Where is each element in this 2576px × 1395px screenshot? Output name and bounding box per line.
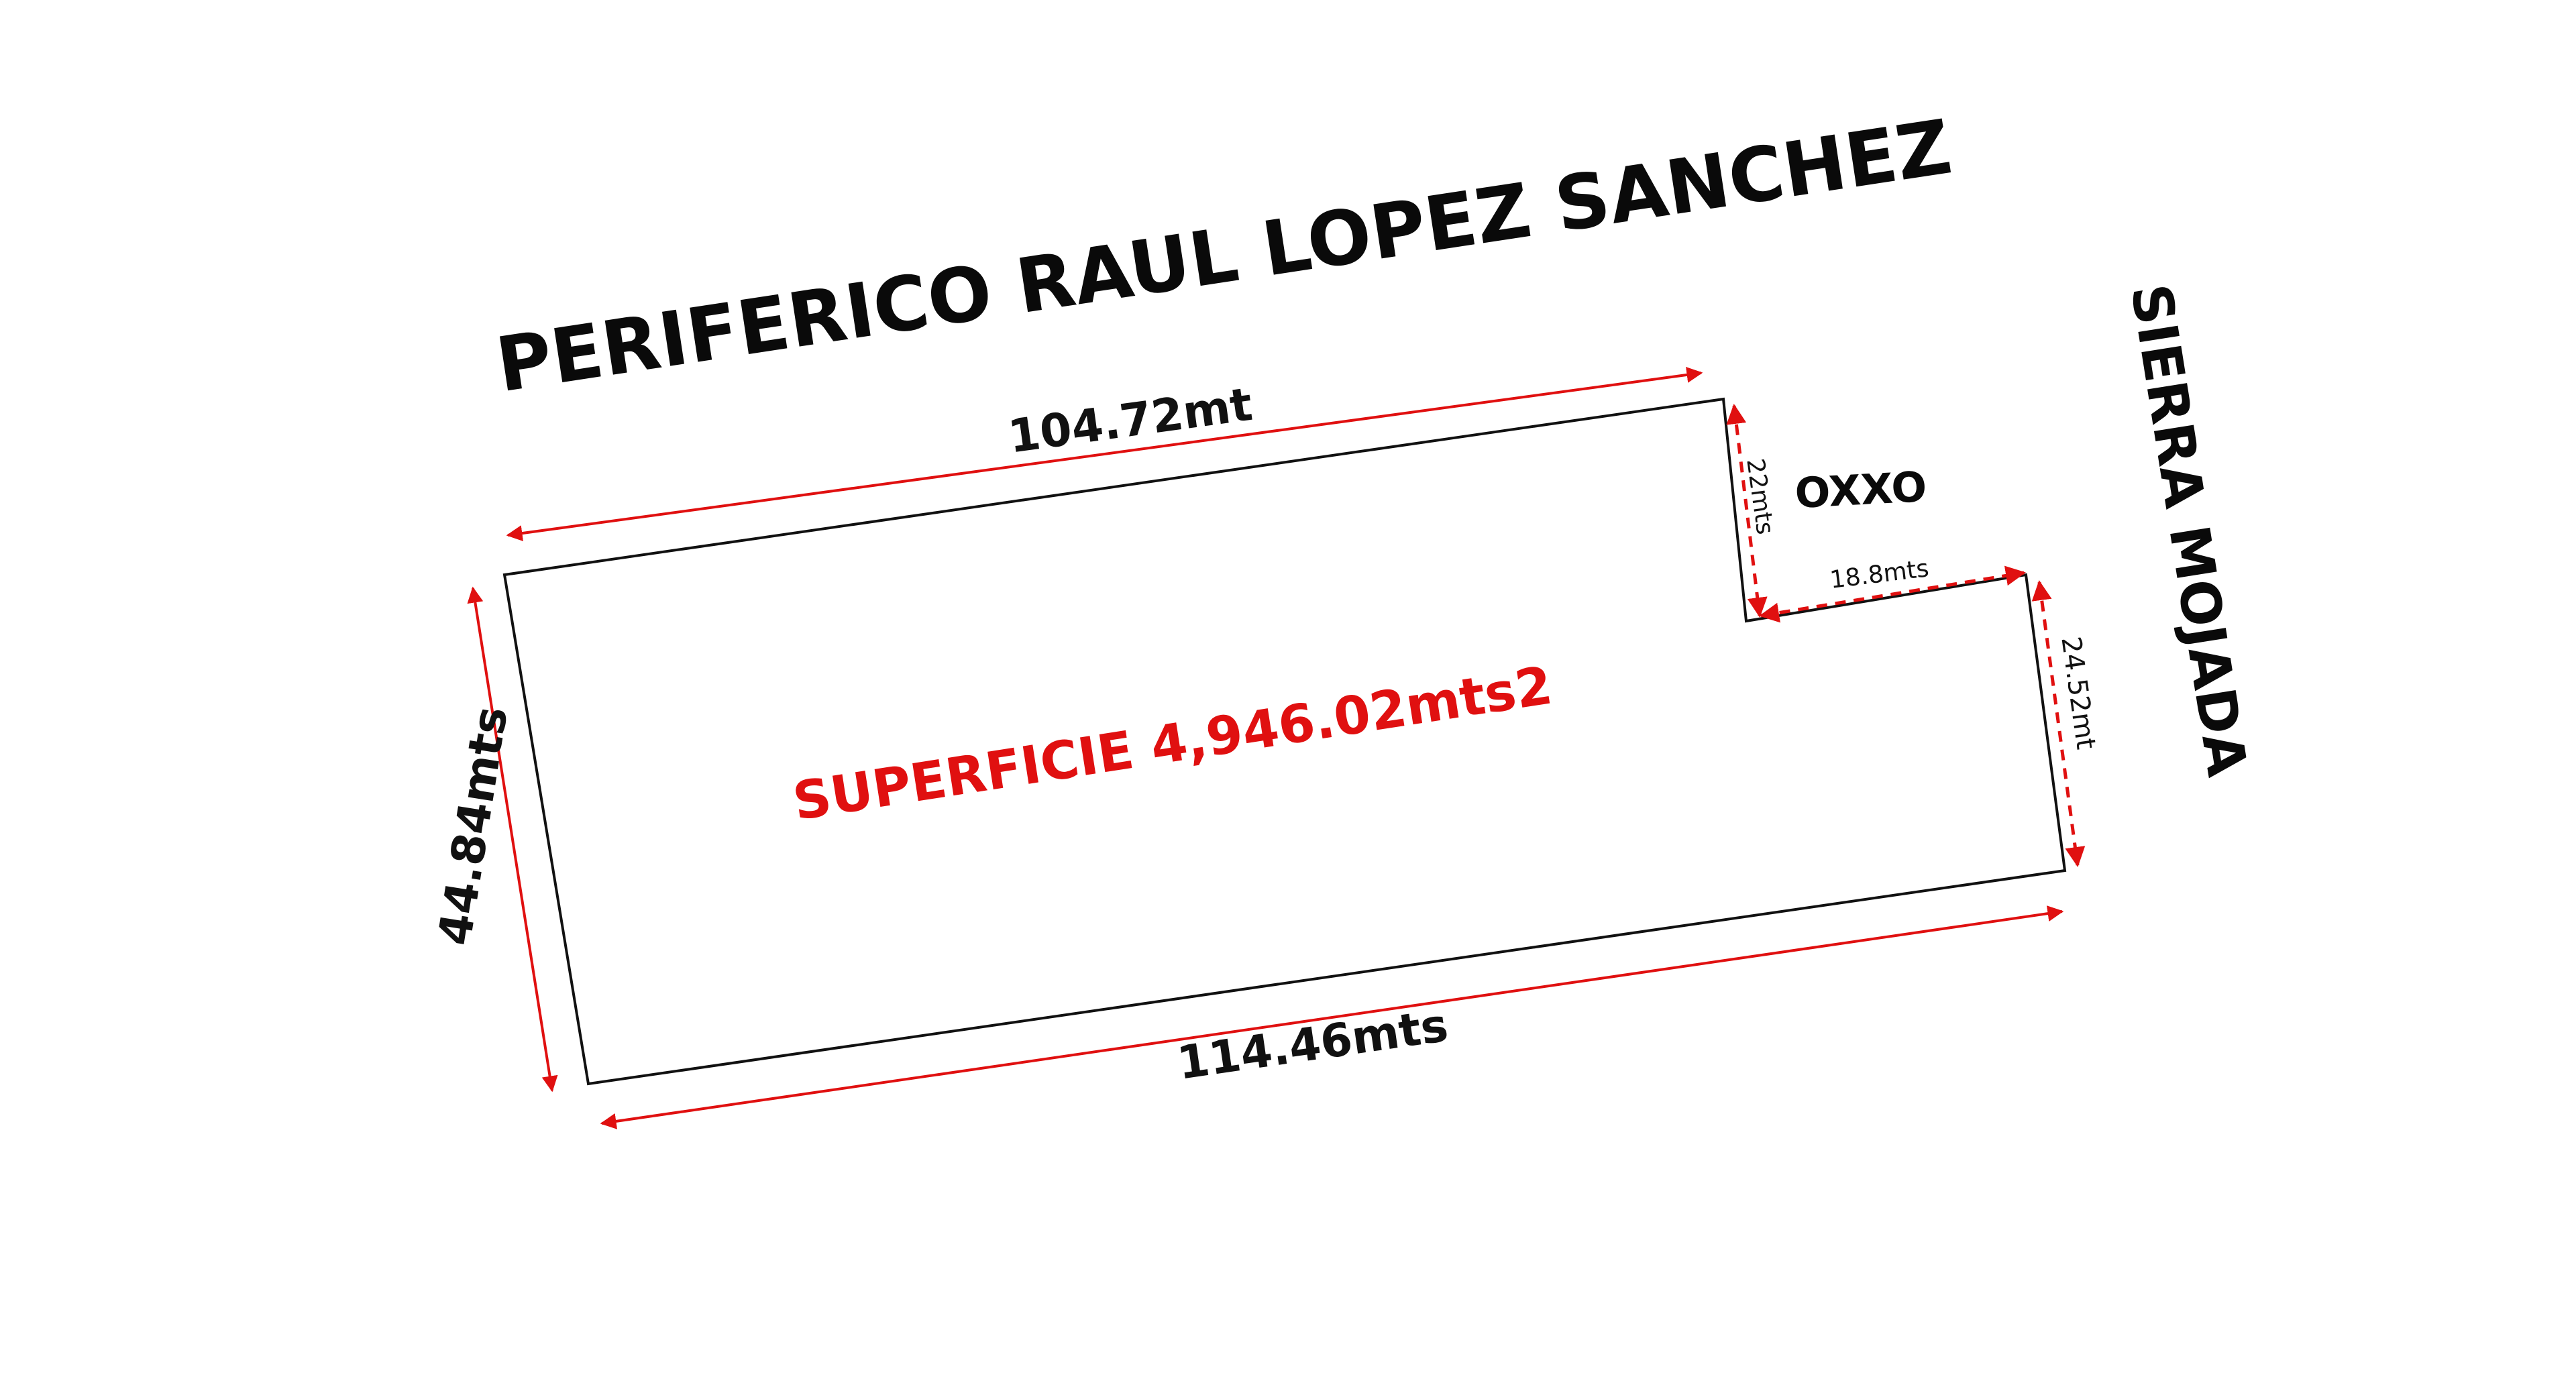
dimension-arrow-notch-horizontal [1759,565,2026,623]
dimension-arrow-left [467,586,558,1093]
dimension-arrow-right [2031,580,2086,867]
dimension-arrow-top [506,367,1703,541]
street-label-north: PERIFERICO RAUL LOPEZ SANCHEZ [491,103,1957,409]
neighbor-label-oxxo: OXXO [1794,462,1928,518]
dimension-label-notch-horizontal: 18.8mts [1829,555,1931,594]
street-label-east: SIERRA MOJADA [2118,280,2259,781]
dimension-arrow-notch-vertical [1726,404,1768,618]
dimension-arrow-bottom [600,905,2064,1129]
dimension-label-right: 24.52mt [2055,634,2101,751]
dimension-label-notch-vertical: 22mts [1741,457,1778,536]
dimension-label-left: 44.84mts [429,703,519,949]
dimension-label-bottom: 114.46mts [1174,999,1451,1091]
